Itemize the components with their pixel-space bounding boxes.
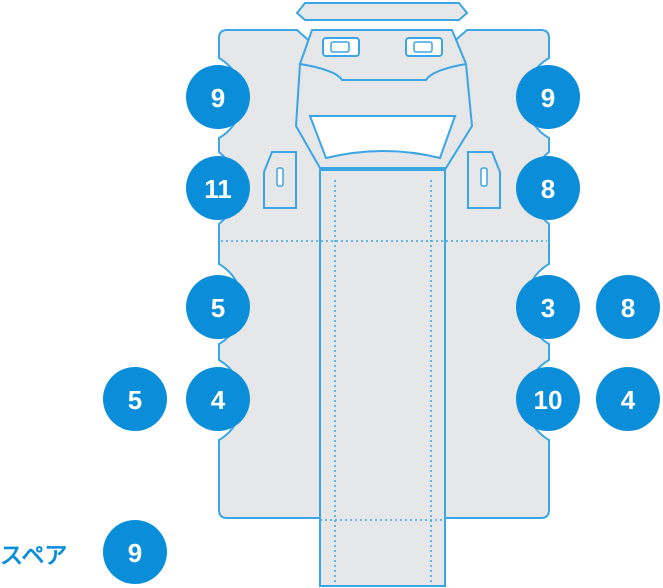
right-tab-slot xyxy=(480,167,488,187)
right-eye-inner xyxy=(413,41,433,53)
top-cap-strip xyxy=(295,2,469,21)
svg-text:9: 9 xyxy=(541,83,555,113)
central-spine xyxy=(319,169,446,587)
badge-mid-right: 3 xyxy=(516,275,580,339)
badge-spare: 9 xyxy=(103,520,167,584)
badge-upper-right-1: 9 xyxy=(516,65,580,129)
badge-upper-right-2: 8 xyxy=(516,156,580,220)
svg-text:4: 4 xyxy=(621,385,636,415)
svg-text:4: 4 xyxy=(211,385,226,415)
badge-low-left-outer: 5 xyxy=(103,367,167,431)
svg-text:11: 11 xyxy=(204,174,232,204)
mouth-cutout xyxy=(308,115,457,160)
left-eye-inner xyxy=(330,41,350,53)
badge-mid-right-outer: 8 xyxy=(596,275,660,339)
badge-low-right-outer: 4 xyxy=(596,367,660,431)
badge-mid-left: 5 xyxy=(186,275,250,339)
left-tab-slot xyxy=(276,167,284,187)
svg-text:9: 9 xyxy=(211,83,225,113)
spare-label: スペア xyxy=(0,542,68,568)
svg-text:3: 3 xyxy=(541,293,555,323)
svg-text:5: 5 xyxy=(211,293,225,323)
visor-band xyxy=(299,63,467,81)
svg-text:8: 8 xyxy=(621,293,635,323)
svg-text:10: 10 xyxy=(534,385,563,415)
badge-upper-left-1: 9 xyxy=(186,65,250,129)
badge-upper-left-2: 11 xyxy=(186,156,250,220)
svg-text:9: 9 xyxy=(128,538,142,568)
left-eye-slot xyxy=(322,37,360,57)
badge-low-right: 10 xyxy=(516,367,580,431)
svg-text:5: 5 xyxy=(128,385,142,415)
svg-text:8: 8 xyxy=(541,174,555,204)
right-eye-slot xyxy=(405,37,443,57)
badge-low-left: 4 xyxy=(186,367,250,431)
